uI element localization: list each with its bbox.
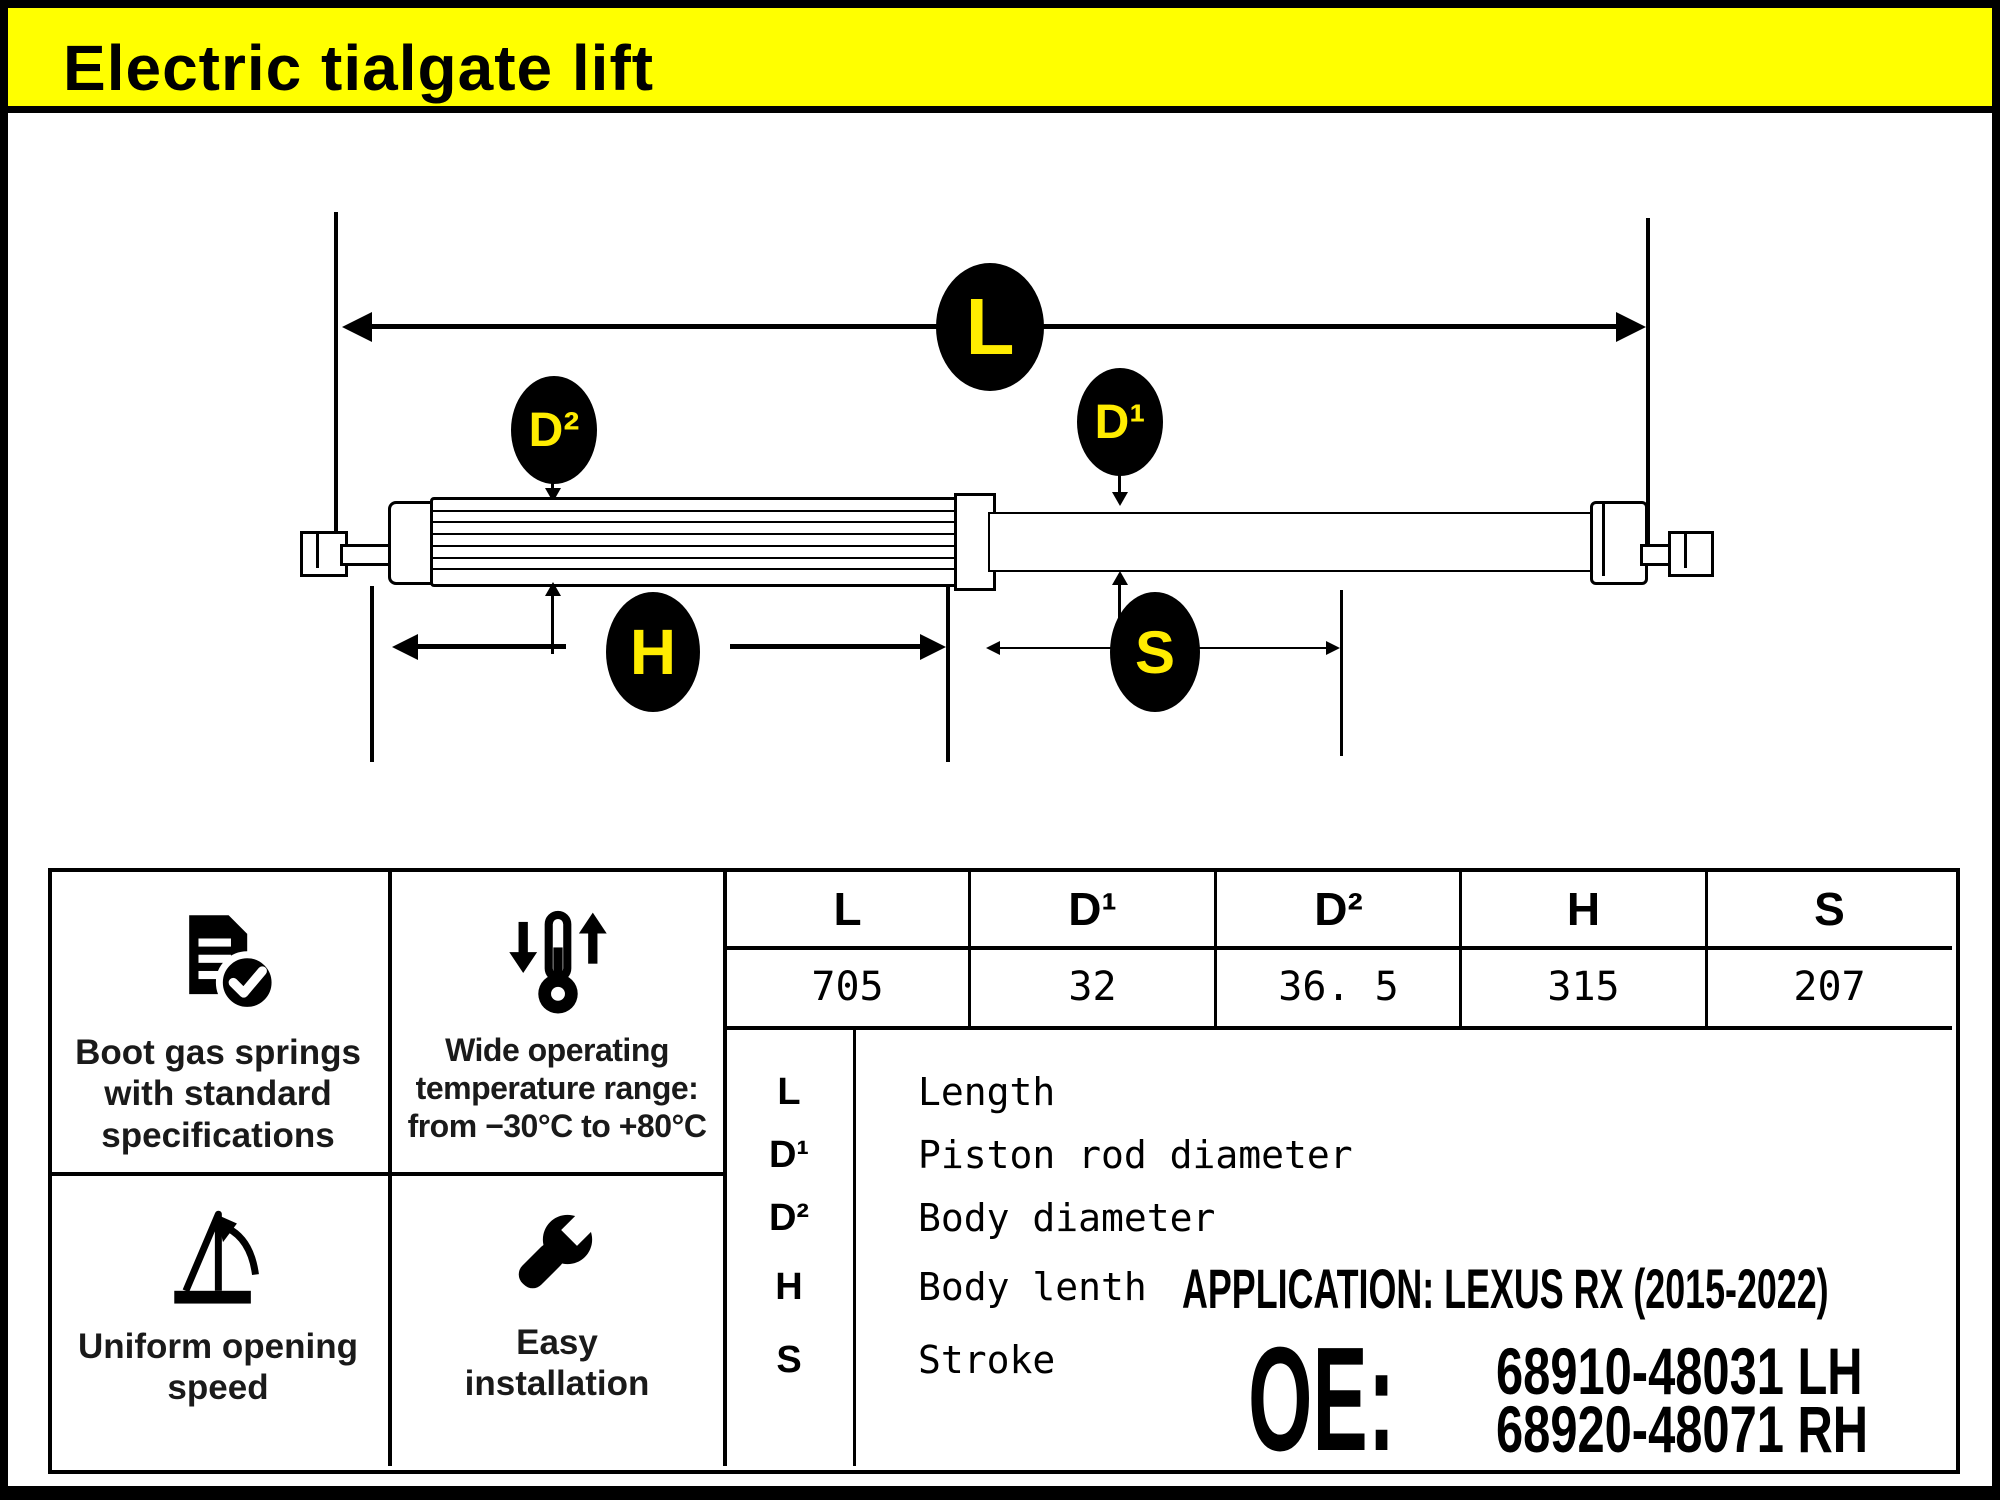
feature-table-divider [723,868,727,1466]
body-rib-line [433,510,955,512]
body-diameter-label: D² [528,403,580,457]
oe-number-lh: 68910-48031 LH [1496,1334,1863,1408]
page-border-left [0,0,8,1492]
wrench-icon [518,1207,600,1289]
l-arrowhead-left [342,312,372,342]
page-border-top [0,0,2000,8]
s-tick-right [1340,590,1343,756]
spec-column-divider [1214,868,1217,1026]
spec-column-divider [1459,868,1462,1026]
spec-grid-border [48,868,1960,1474]
spec-value-L: 705 [811,964,884,1010]
page-border-right [1992,0,2000,1492]
legend-desc-length: Length [918,1070,1056,1114]
l-extension-line-right [1646,218,1650,548]
legend-desc-piston-rod-diameter: Piston rod diameter [918,1133,1353,1177]
d1-arrowhead-down [1112,492,1128,506]
gas-spring-body [430,497,964,587]
body-rib-line [433,533,955,535]
h-dimension-line-right [730,644,924,649]
oe-label: OE: [1248,1317,1396,1482]
label-ellipse-stroke: S [1110,592,1200,712]
right-end-cap [1590,501,1648,585]
s-arrowhead-right [1326,641,1340,655]
document-check-icon [189,915,279,1014]
h-tick-right [946,586,950,762]
d2-arrowhead-up [545,582,561,596]
legend-desc-body-diameter: Body diameter [918,1196,1216,1240]
spec-value-D2: 36. 5 [1278,964,1399,1010]
spec-value-D1: 32 [1068,964,1117,1010]
spec-header-divider [725,946,1952,950]
feature-row-divider [48,1172,727,1176]
left-stud-detail-line [316,534,319,568]
rod-diameter-label: D¹ [1094,395,1146,449]
d2-under-line [551,596,554,654]
body-rib-line [433,545,955,547]
spec-column-divider [1705,868,1708,1026]
legend-key-S: S [776,1339,802,1381]
l-arrowhead-right [1616,312,1646,342]
spec-header-L: L [833,883,862,935]
spec-header-H: H [1566,883,1601,935]
right-stud-detail-line [1684,534,1687,568]
spec-value-S: 207 [1793,964,1866,1010]
banner-divider [8,106,1992,113]
s-arrowhead-left [986,641,1000,655]
application-text: APPLICATION: LEXUS RX (2015-2022) [1182,1257,1829,1320]
label-ellipse-body-length: H [606,592,700,712]
feature-label-temperature-range: Wide operating temperature range: from −… [407,1032,707,1144]
page-border-bottom [0,1486,2000,1500]
spec-header-D2: D² [1314,883,1363,935]
feature-label-uniform-opening: Uniform opening speed [78,1327,358,1408]
h-tick-left [370,586,374,762]
label-ellipse-rod-diameter: D¹ [1077,368,1163,476]
oe-number-rh: 68920-48071 RH [1496,1392,1869,1466]
spec-column-divider [968,868,971,1026]
legend-key-divider [853,1026,856,1466]
legend-key-D1: D¹ [768,1134,810,1176]
h-arrowhead-left [392,634,418,660]
d1-callout-line [1118,468,1121,494]
feature-column-divider [388,868,392,1466]
right-ball-stud-tip [1668,531,1714,577]
label-ellipse-length: L [936,263,1044,391]
legend-desc-body-length: Body lenth [918,1265,1147,1309]
body-rib-line [433,521,955,523]
spec-header-S: S [1814,883,1845,935]
body-length-label: H [629,616,677,688]
legend-key-H: H [775,1266,803,1308]
l-extension-line-left [334,212,338,546]
label-ellipse-body-diameter: D² [511,376,597,484]
feature-label-easy-installation: Easy installation [464,1323,650,1404]
body-rib-line [433,557,955,559]
piston-rod [988,512,1596,572]
legend-desc-stroke: Stroke [918,1338,1056,1382]
h-arrowhead-right [920,634,946,660]
length-label: L [965,282,1015,371]
h-dimension-line-left [414,644,566,649]
feature-label-boot-gas-springs: Boot gas springs with standard specifica… [75,1033,361,1155]
stroke-label: S [1134,618,1176,686]
thermometer-range-icon [509,910,607,1014]
title-banner: Electric tialgate lift [8,8,1992,106]
page-title: Electric tialgate lift [63,32,655,104]
d1-arrowhead-up [1112,571,1128,585]
legend-key-D2: D² [768,1197,810,1239]
legend-key-L: L [777,1071,801,1113]
spec-value-H: 315 [1547,964,1620,1010]
right-cap-detail-line [1602,504,1605,576]
body-rib-line [433,568,955,570]
d1-under-line [1118,585,1121,637]
spec-values-divider [725,1026,1952,1030]
tailgate-opening-icon [174,1210,259,1304]
spec-header-D1: D¹ [1068,883,1117,935]
